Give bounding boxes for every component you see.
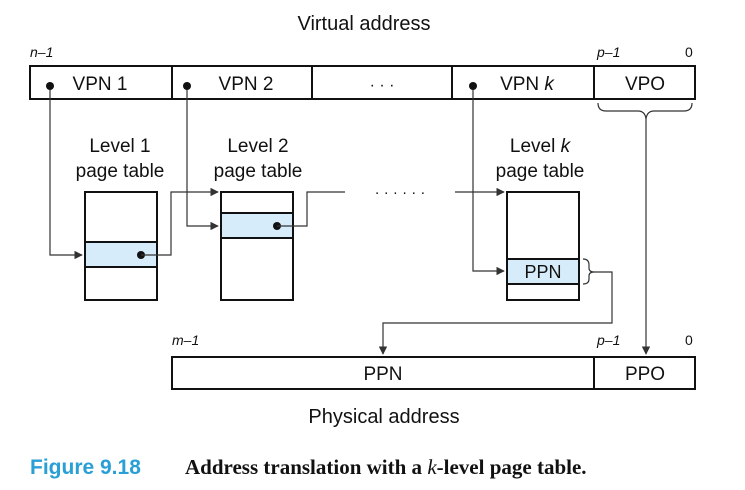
virtual-address-register [29, 65, 696, 100]
vpn2-pointer-dot [183, 82, 191, 90]
levelk-ppn-entry [506, 258, 580, 285]
vpn1-field: VPN 1 [73, 74, 128, 95]
vpo-brace [597, 102, 693, 120]
levelk-ppn-label: PPN [524, 262, 561, 282]
physical-bit-zero: 0 [685, 332, 693, 348]
svg-text:page table: page table [496, 161, 585, 182]
ppn-to-physical-arrow [378, 271, 613, 355]
physical-bit-left: m–1 [172, 332, 199, 348]
physical-address-register [171, 356, 696, 390]
figure-caption-text: Address translation with a k-level page … [185, 455, 587, 479]
physical-address-title: Physical address [308, 406, 459, 428]
figure-number: Figure 9.18 [30, 456, 141, 479]
vpn1-pointer-dot [46, 82, 54, 90]
level1-page-table [84, 191, 158, 301]
vpn1-arrow [49, 90, 83, 260]
svg-text:page table: page table [76, 161, 165, 182]
level2-page-table [220, 191, 294, 301]
level2-to-chain-line [277, 191, 345, 227]
vpnk-pointer-dot [469, 82, 477, 90]
ppo-field: PPO [625, 364, 665, 385]
vpnk-arrow [472, 90, 505, 276]
figure-caption: Figure 9.18 Address translation with a k… [30, 455, 587, 479]
ppn-field: PPN [363, 364, 402, 385]
virtual-bit-p: p–1 [596, 44, 620, 60]
vpnk-field: VPN k [500, 74, 555, 95]
svg-text:Level k: Level k [510, 136, 572, 157]
vpn2-arrow [186, 90, 219, 231]
virtual-address-title: Virtual address [297, 13, 430, 35]
level2-label: Level 2 page table [214, 136, 303, 182]
levelk-label: Level k page table [496, 136, 585, 182]
vpn-ellipsis: · · · [370, 77, 395, 94]
chain-ellipsis: · · · · · · [375, 184, 426, 201]
svg-text:page table: page table [214, 161, 303, 182]
physical-bit-p: p–1 [596, 332, 620, 348]
vpo-field: VPO [625, 74, 665, 95]
level1-label: Level 1 page table [76, 136, 165, 182]
svg-text:Level 2: Level 2 [227, 136, 288, 157]
levelk-page-table: PPN [506, 191, 580, 301]
virtual-bit-left: n–1 [30, 44, 53, 60]
vpn2-field: VPN 2 [219, 74, 274, 95]
ppn-brace [582, 258, 595, 285]
svg-text:Level 1: Level 1 [89, 136, 150, 157]
level1-to-level2-arrow [141, 187, 219, 256]
virtual-bit-zero: 0 [685, 44, 693, 60]
